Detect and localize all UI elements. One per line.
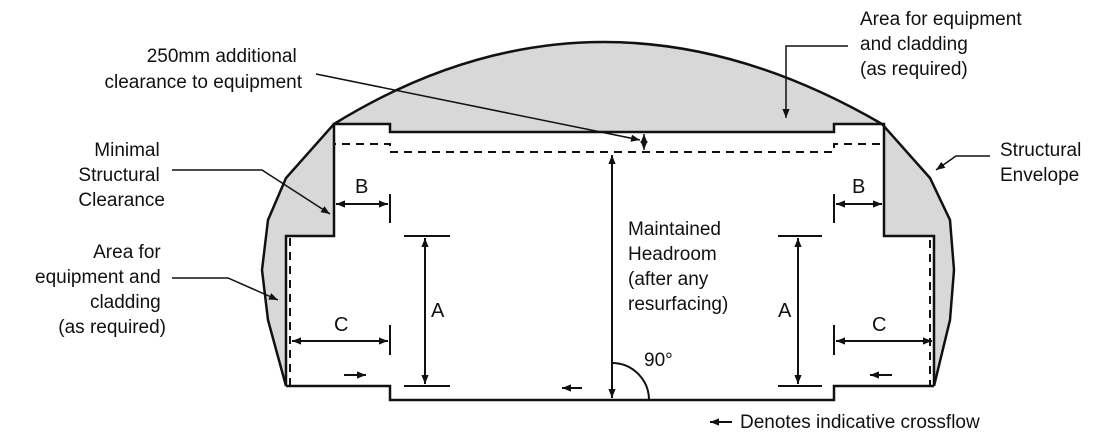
road-surface-line xyxy=(286,384,934,402)
label-dimension-b-right: B xyxy=(852,176,865,198)
equipment-cladding-area xyxy=(262,42,954,386)
leader-structural-envelope xyxy=(935,155,990,171)
label-dimension-c-right: C xyxy=(872,314,886,336)
leader-area-left xyxy=(172,277,279,301)
right-angle-arc xyxy=(611,362,650,401)
minimal-structural-clearance-line xyxy=(284,122,936,386)
label-dimension-c-left: C xyxy=(334,314,348,336)
label-minimal-structural-clearance: Minimal Structural Clearance xyxy=(78,140,165,211)
label-250mm-clearance: 250mm additional clearance to equipment xyxy=(104,46,302,93)
label-area-top: Area for equipment and cladding (as requ… xyxy=(860,9,1027,80)
label-maintained-headroom: Maintained Headroom (after any resurfaci… xyxy=(628,219,728,315)
label-dimension-b-left: B xyxy=(355,176,368,198)
label-area-left: Area for equipment and cladding (as requ… xyxy=(35,242,166,338)
label-dimension-a-left: A xyxy=(431,300,445,322)
legend-crossflow-label: Denotes indicative crossflow xyxy=(740,412,980,433)
structural-envelope-outline xyxy=(260,40,956,387)
leader-250mm-clearance xyxy=(315,73,641,142)
leader-minimal-structural xyxy=(172,169,331,215)
label-angle-90: 90° xyxy=(644,350,673,371)
label-structural-envelope: Structural Envelope xyxy=(1000,140,1087,186)
leader-area-top xyxy=(782,45,848,118)
label-dimension-a-right: A xyxy=(778,300,792,322)
maintained-headroom-envelope xyxy=(289,143,931,386)
